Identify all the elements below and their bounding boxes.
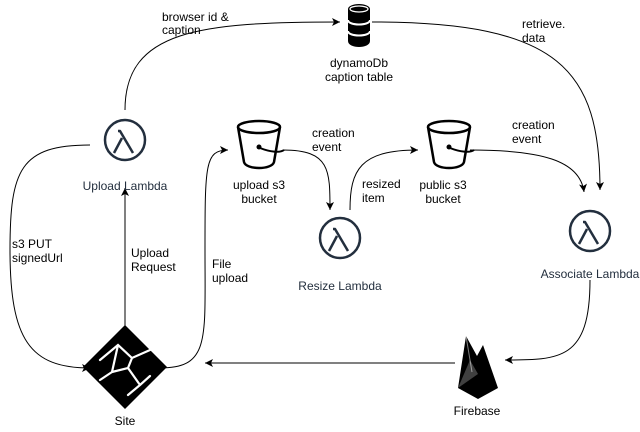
edge-label-signed-url: s3 PUT xyxy=(12,237,53,251)
database-icon xyxy=(347,4,371,47)
edge-dynamo-to-associate-lambda xyxy=(371,21,604,191)
lambda-icon xyxy=(318,216,362,260)
upload-bucket-label: upload s3 xyxy=(233,178,285,192)
edge-upload-lambda-to-dynamo xyxy=(124,18,341,111)
edge-label-file-upload-2: upload xyxy=(212,271,248,285)
public-bucket-label: public s3 xyxy=(419,178,467,192)
dynamo-label: dynamoDb xyxy=(330,56,388,70)
edge-label-creation-2: creation xyxy=(512,118,555,132)
dynamo-node: dynamoDb caption table xyxy=(325,4,393,84)
public-bucket-node: public s3 bucket xyxy=(419,119,475,206)
edges xyxy=(9,18,604,372)
edge-label-creation-1b: event xyxy=(312,140,342,154)
public-bucket-label-2: bucket xyxy=(425,192,461,206)
resize-lambda-label: Resize Lambda xyxy=(298,279,382,293)
edge-site-to-upload-bucket xyxy=(159,146,229,369)
edge-label-resized: resized xyxy=(362,177,401,191)
edge-label-creation-2b: event xyxy=(512,132,542,146)
upload-bucket-node: upload s3 bucket xyxy=(233,119,285,206)
firebase-icon xyxy=(458,335,498,399)
edge-label-file-upload: File xyxy=(212,257,232,271)
edge-label-upload-request-2: Request xyxy=(131,260,176,274)
lambda-icon xyxy=(568,209,612,253)
edge-label-browser-id: browser id & xyxy=(162,10,229,24)
edge-resize-lambda-to-public-bucket xyxy=(349,146,419,211)
edge-upload-lambda-to-site xyxy=(9,144,91,372)
upload-lambda-label: Upload Lambda xyxy=(83,179,168,193)
associate-lambda-label: Associate Lambda xyxy=(541,267,640,281)
edge-public-bucket-to-associate-lambda xyxy=(469,149,587,193)
edge-label-resized-2: item xyxy=(362,191,385,205)
dynamo-label-2: caption table xyxy=(325,70,393,84)
upload-bucket-label-2: bucket xyxy=(241,192,277,206)
edge-label-browser-id-2: caption xyxy=(162,23,201,37)
edge-label-upload-request: Upload xyxy=(131,246,169,260)
netlify-icon xyxy=(83,325,167,409)
associate-lambda-node: Associate Lambda xyxy=(541,209,640,281)
site-node: Site xyxy=(83,325,167,428)
firebase-node: Firebase xyxy=(454,335,501,418)
s3-bucket-icon xyxy=(236,119,285,170)
firebase-label: Firebase xyxy=(454,404,501,418)
edge-label-creation-1: creation xyxy=(312,126,355,140)
edge-associate-lambda-to-firebase xyxy=(504,279,591,364)
s3-bucket-icon xyxy=(426,119,475,170)
site-label: Site xyxy=(115,414,136,428)
lambda-icon xyxy=(103,118,147,162)
resize-lambda-node: Resize Lambda xyxy=(298,216,382,293)
edge-label-retrieve-2: data xyxy=(522,31,546,45)
edge-label-signed-url-2: signedUrl xyxy=(12,251,63,265)
upload-lambda-node: Upload Lambda xyxy=(83,118,168,193)
edge-labels: browser id & caption retrieve. data crea… xyxy=(12,10,565,285)
edge-label-retrieve: retrieve. xyxy=(522,17,565,31)
edge-upload-bucket-to-resize-lambda xyxy=(282,149,334,211)
